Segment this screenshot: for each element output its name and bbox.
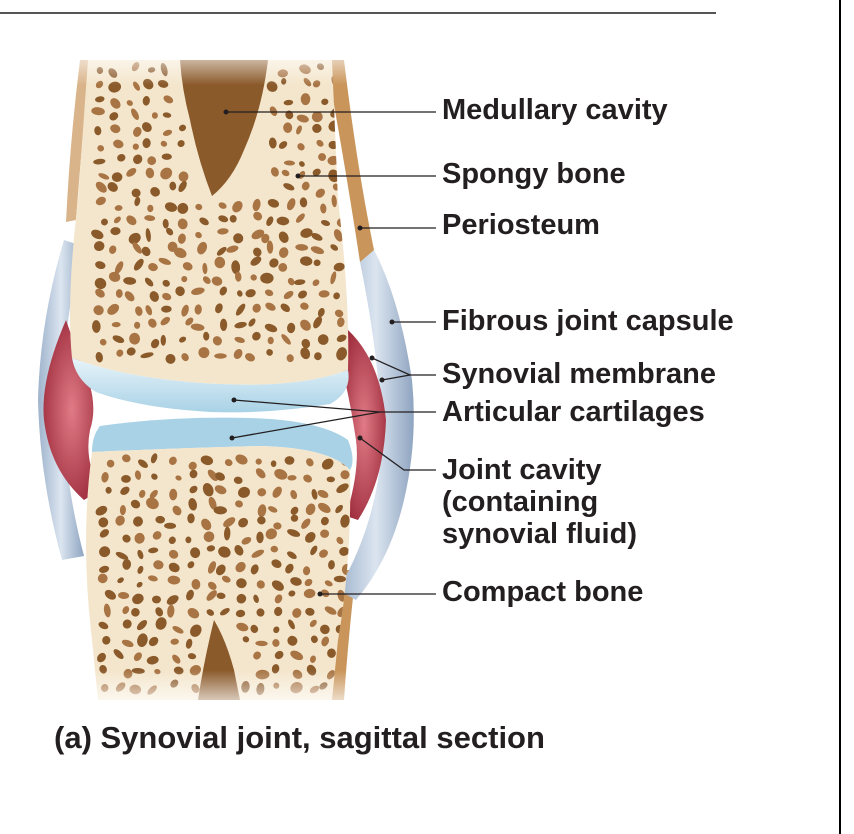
bone-pore [268, 337, 274, 344]
label-fibrous-joint-capsule: Fibrous joint capsule [442, 306, 734, 336]
label-compact-bone: Compact bone [442, 577, 643, 607]
label-medullary-cavity: Medullary cavity [442, 95, 668, 125]
bone-pore [185, 537, 191, 544]
bone-pore [256, 532, 263, 544]
label-joint-cavity: Joint cavity (containing synovial fluid) [442, 454, 637, 550]
figure-caption: (a) Synovial joint, sagittal section [54, 720, 545, 756]
bone-pore [256, 459, 262, 465]
bone-pore [214, 353, 227, 358]
label-joint-cavity-line1: Joint cavity [442, 454, 637, 486]
label-joint-cavity-line3: synovial fluid) [442, 518, 637, 550]
bone-pore [301, 93, 311, 105]
label-joint-cavity-line2: (containing [442, 486, 637, 518]
bone-pore [314, 352, 322, 360]
bone-pore [285, 456, 295, 465]
label-synovial-membrane: Synovial membrane [442, 359, 716, 389]
label-spongy-bone: Spongy bone [442, 159, 626, 189]
label-periosteum: Periosteum [442, 210, 600, 240]
label-articular-cartilages: Articular cartilages [442, 397, 705, 427]
bone-pore [161, 335, 166, 346]
